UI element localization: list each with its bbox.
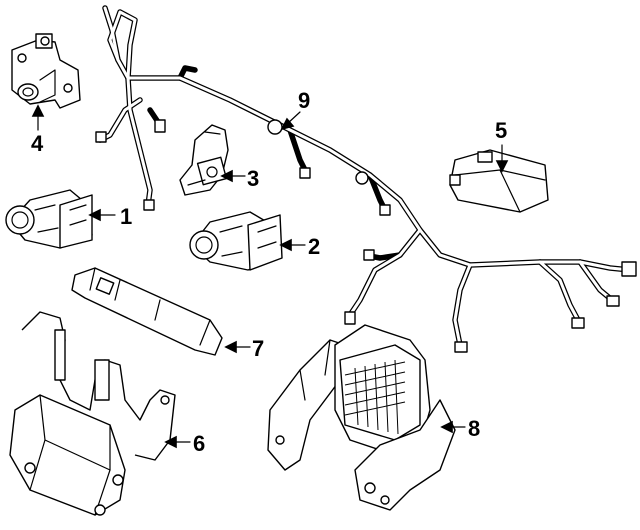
bracket-part-7 [71, 267, 223, 356]
callout-4: 4 [31, 131, 44, 156]
module-part-5 [449, 149, 549, 213]
callout-3: 3 [247, 166, 259, 191]
callout-1: 1 [120, 204, 132, 229]
control-module-part-6 [9, 311, 176, 516]
parking-sensor-part-1 [5, 189, 93, 249]
wiring-harness [95, 5, 637, 353]
callout-6: 6 [193, 431, 205, 456]
sensor-mount-part-3 [179, 124, 229, 196]
callout-arrows [31, 104, 509, 449]
speaker-assembly-part-8 [267, 324, 456, 511]
parking-sensor-part-2 [189, 211, 283, 271]
callout-7: 7 [252, 336, 264, 361]
callout-8: 8 [468, 416, 480, 441]
callout-9: 9 [298, 88, 310, 113]
callout-5: 5 [495, 118, 507, 143]
sensor-bracket-part-4 [11, 33, 81, 109]
callout-2: 2 [308, 234, 320, 259]
